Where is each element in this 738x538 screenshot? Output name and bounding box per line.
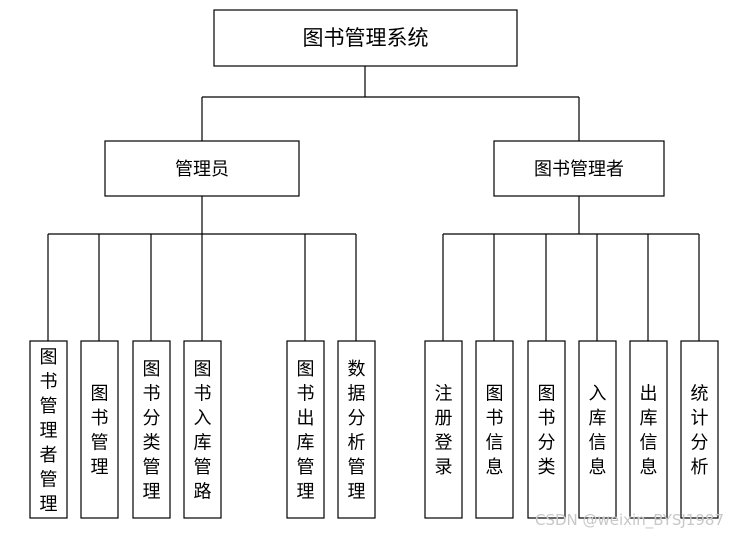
leaf-label-admin-4: 图书入库管路 — [194, 359, 212, 503]
leaf-label-admin-6: 数据分析管理 — [348, 359, 366, 503]
leaf-box-librarian-2 — [475, 340, 514, 519]
leaf-box-librarian-1 — [424, 340, 463, 519]
branch-box-admin — [104, 140, 300, 197]
leaf-box-librarian-3 — [527, 340, 566, 519]
leaf-box-librarian-6 — [680, 340, 719, 519]
leaf-label-admin-3: 图书分类管理 — [143, 359, 161, 503]
leaf-label-librarian-6: 统计分析 — [691, 384, 709, 479]
leaf-box-admin-6 — [337, 340, 376, 519]
branch-node-librarian: 图书管理者 — [493, 140, 665, 197]
leaf-label-librarian-2: 图书信息 — [486, 384, 504, 479]
leaf-label-librarian-1: 注册登录 — [435, 384, 453, 479]
leaf-box-librarian-4 — [578, 340, 617, 519]
leaf-label-librarian-5: 出库信息 — [640, 384, 658, 479]
leaf-box-librarian-5 — [629, 340, 668, 519]
leaf-group-librarian: 注册登录 图书信息 图书分类 入库信息 出库信息 统计分析 — [424, 340, 719, 519]
branch-label-librarian: 图书管理者 — [534, 159, 624, 180]
leaf-group-admin: 图书管理者管理 图书管理 图书分类管理 图书入库管路 图书出库管理 数据分析管理 — [29, 340, 376, 519]
connectors — [47, 66, 700, 341]
root-box — [213, 9, 518, 67]
leaf-box-admin-4 — [183, 340, 222, 519]
leaf-box-admin-2 — [80, 340, 119, 519]
leaf-box-admin-5 — [286, 340, 325, 519]
branch-node-admin: 管理员 — [104, 140, 300, 197]
branch-box-librarian — [493, 140, 665, 197]
leaf-label-admin-2: 图书管理 — [91, 384, 109, 479]
leaf-box-admin-3 — [132, 340, 171, 519]
root-label: 图书管理系统 — [303, 26, 429, 50]
leaf-label-admin-5: 图书出库管理 — [297, 359, 315, 503]
branch-label-admin: 管理员 — [175, 159, 229, 180]
root-node: 图书管理系统 — [213, 9, 518, 67]
leaf-box-admin-1 — [29, 340, 68, 519]
leaf-label-librarian-4: 入库信息 — [589, 384, 607, 479]
watermark-text: CSDN @weixin_BYSJ1987 — [535, 511, 724, 530]
leaf-label-admin-1: 图书管理者管理 — [40, 347, 58, 515]
leaf-label-librarian-3: 图书分类 — [538, 384, 556, 479]
